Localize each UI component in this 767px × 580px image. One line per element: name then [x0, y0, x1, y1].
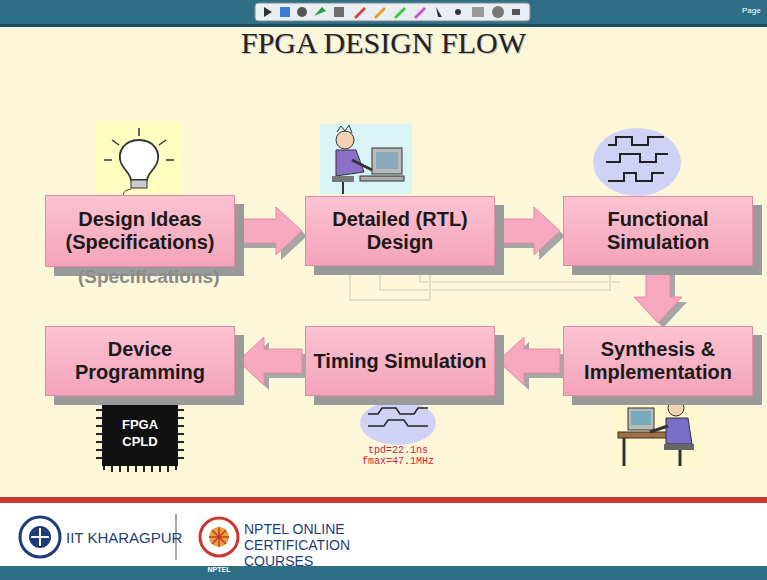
process-box: Synthesis & Implementation: [563, 326, 753, 396]
box-label: Device Programming: [46, 334, 234, 388]
waveform-icon: [593, 128, 681, 196]
top-bar: [0, 0, 767, 24]
process-box: Detailed (RTL) Design: [305, 196, 495, 266]
course-name: NPTEL ONLINE CERTIFICATION COURSES: [244, 521, 414, 569]
timing-value: fmax=47.1MHz: [362, 456, 434, 467]
title: FPGA DESIGN FLOW: [0, 26, 767, 60]
footer-line: [0, 497, 767, 503]
block-arrow: [634, 269, 687, 328]
block-arrow: [238, 207, 307, 260]
timing-waveform-icon: [360, 401, 436, 445]
box-label: Synthesis & Implementation: [564, 334, 752, 388]
block-arrow: [498, 207, 565, 260]
toolbar: [255, 3, 530, 21]
box-label: Design Ideas (Specifications): [46, 204, 234, 258]
box-label: Timing Simulation: [308, 346, 493, 377]
logo-caption: NPTEL: [208, 566, 231, 573]
nptel-logo: [200, 518, 238, 556]
block-arrow: [498, 337, 565, 390]
shadow-text: (Specifications): [78, 266, 219, 288]
block-arrow: [238, 337, 307, 390]
arrow-body: [634, 269, 682, 323]
chip-label: FPGA: [122, 417, 158, 432]
timing-value: tpd=22.1ns: [368, 445, 428, 456]
footer-bottom-bar: [0, 566, 767, 580]
process-box: Device Programming: [45, 326, 235, 396]
arrow-body: [498, 207, 560, 255]
arrow-body: [498, 337, 560, 385]
box-label: Functional Simulation: [564, 204, 752, 258]
box-label: Detailed (RTL) Design: [306, 204, 494, 258]
page-label: Page: [742, 6, 761, 15]
feedback-lines: [350, 270, 620, 300]
process-box: Design Ideas (Specifications): [45, 195, 235, 267]
fpga-chip: [96, 400, 184, 472]
arrow-body: [238, 207, 302, 255]
engineer-icon: [612, 392, 704, 468]
designer-icon: [320, 124, 412, 194]
footer-band: [0, 503, 767, 566]
lightbulb-icon: [96, 122, 182, 196]
chip-label: CPLD: [122, 434, 157, 449]
arrow-body: [238, 337, 302, 385]
process-box: Timing Simulation: [305, 326, 495, 396]
iit-logo: [20, 517, 60, 557]
institute-name: IIT KHARAGPUR: [66, 529, 182, 546]
process-box: Functional Simulation: [563, 196, 753, 266]
